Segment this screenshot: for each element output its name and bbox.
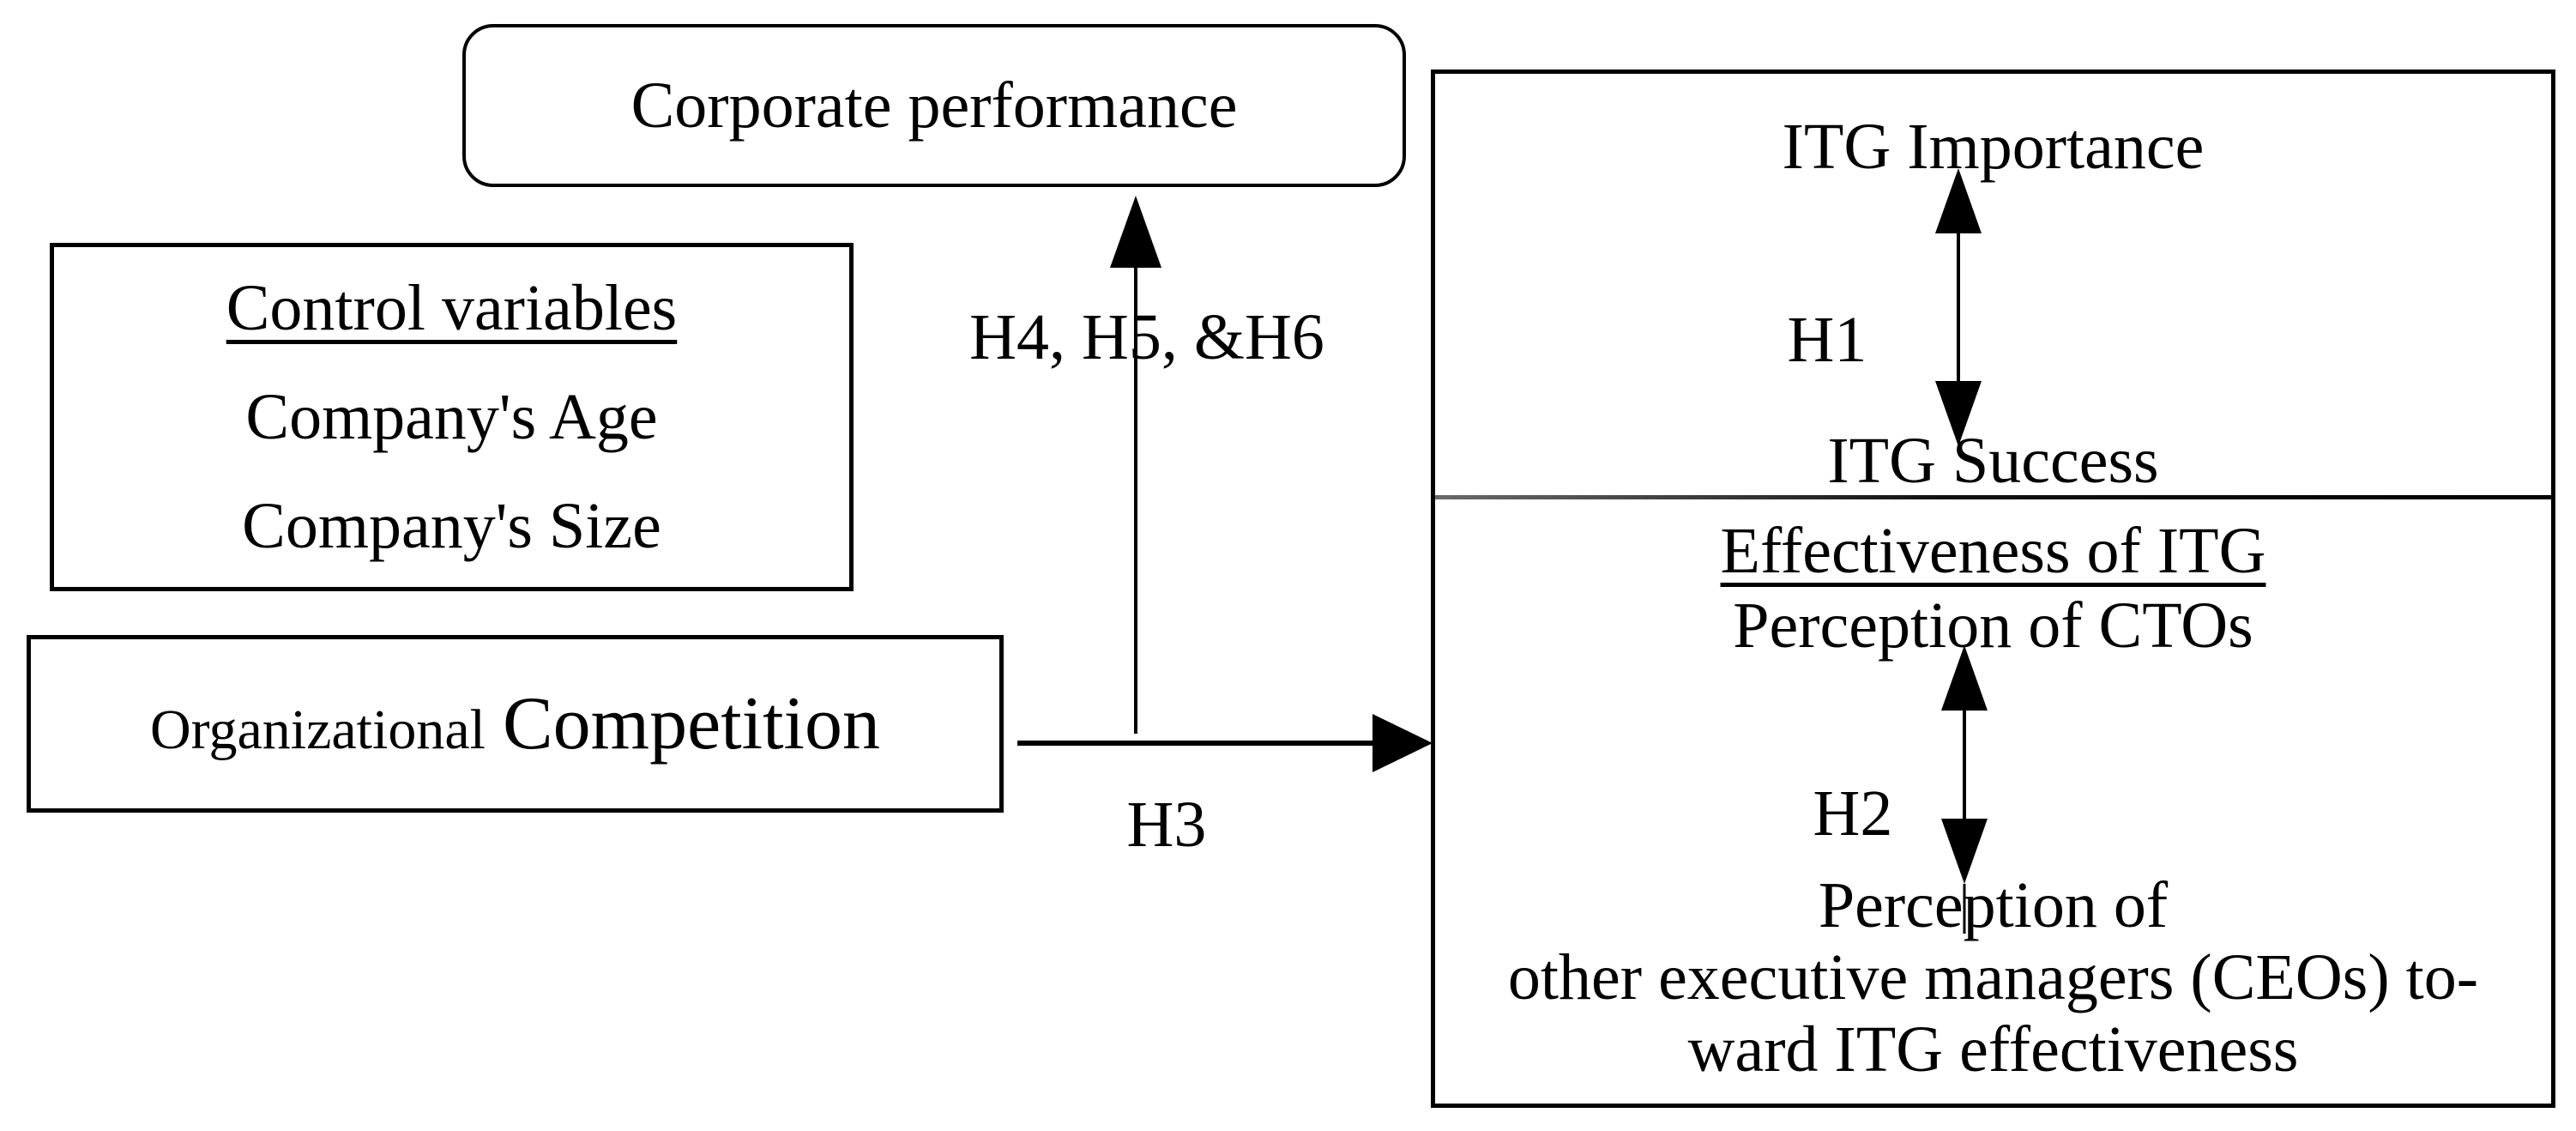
h456-arrowhead-up-icon [1110, 196, 1161, 268]
itg-box-divider-line [1435, 495, 2551, 499]
h3-hypothesis-label: H3 [1126, 789, 1207, 861]
itg-success-label: ITG Success [1827, 425, 2159, 497]
corporate-performance-label: Corporate performance [630, 69, 1238, 142]
organizational-competition-box: Organizational Competition [27, 635, 1004, 813]
itg-effectiveness-box: ITG Importance H1 ITG Success Effectiven… [1431, 70, 2555, 1108]
ceo-paragraph-line-1: Perception of [1818, 869, 2169, 941]
control-variable-company-size: Company's Size [242, 489, 661, 562]
competition-label: Competition [502, 682, 880, 765]
h1-hypothesis-label: H1 [1787, 304, 1867, 376]
ceo-paragraph-line-3: ward ITG effectiveness [1687, 1013, 2299, 1086]
ceo-paragraph-line-2: other executive managers (CEOs) to- [1507, 941, 2479, 1013]
perception-of-ceos-paragraph: Perception of other executive managers (… [1435, 869, 2551, 1086]
perception-of-ctos-label: Perception of CTOs [1733, 590, 2253, 662]
h2-hypothesis-label: H2 [1813, 777, 1893, 850]
control-variable-company-age: Company's Age [245, 380, 658, 453]
itg-importance-label: ITG Importance [1782, 111, 2205, 183]
control-variables-title: Control variables [226, 271, 678, 344]
corporate-performance-box: Corporate performance [462, 24, 1406, 187]
h3-arrowhead-right-icon [1372, 714, 1433, 772]
h456-hypothesis-label: H4, H5, &H6 [969, 301, 1324, 373]
effectiveness-of-itg-title: Effectiveness of ITG [1720, 515, 2266, 587]
organizational-label: Organizational [150, 699, 486, 761]
control-variables-box: Control variables Company's Age Company'… [50, 243, 854, 591]
